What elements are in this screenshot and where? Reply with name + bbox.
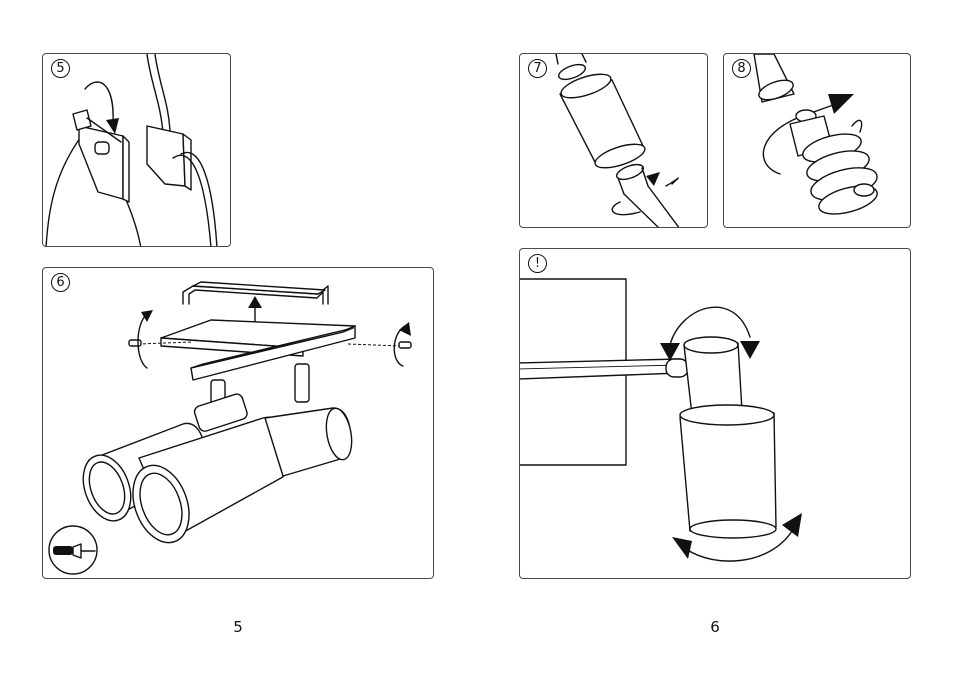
step-5-illustration [43,54,231,247]
ceiling-plate-icon [161,320,355,380]
lamp-socket-icon [558,69,647,172]
cable-icon [46,134,83,247]
screw-icon [348,342,411,348]
step-number-badge: 7 [528,59,547,78]
warning-illustration [520,249,911,579]
terminal-block-icon [147,126,191,190]
step-number-badge: 5 [51,59,70,78]
step-8-illustration [724,54,911,228]
warning-panel: ! [519,248,911,579]
cable-icon [147,54,163,134]
step-7-illustration [520,54,708,228]
step-8-panel: 8 [723,53,911,228]
screwdriver-icon [49,526,97,574]
step-5-panel: 5 [42,53,231,247]
step-number-badge: 6 [51,273,70,292]
spotlight-icon [666,337,776,538]
step-6-illustration [43,268,434,579]
track-bar-icon [520,359,680,379]
energy-saving-bulb-icon [790,110,880,219]
page-number-left: 5 [218,618,258,636]
terminal-block-icon [73,110,129,202]
spotlight-icon [123,406,355,550]
warning-badge: ! [528,254,547,273]
step-6-panel: 6 [42,267,434,579]
step-number-badge: 8 [732,59,751,78]
page-number-right: 6 [695,618,735,636]
step-7-panel: 7 [519,53,708,228]
rotate-arrow-icon [138,310,153,368]
